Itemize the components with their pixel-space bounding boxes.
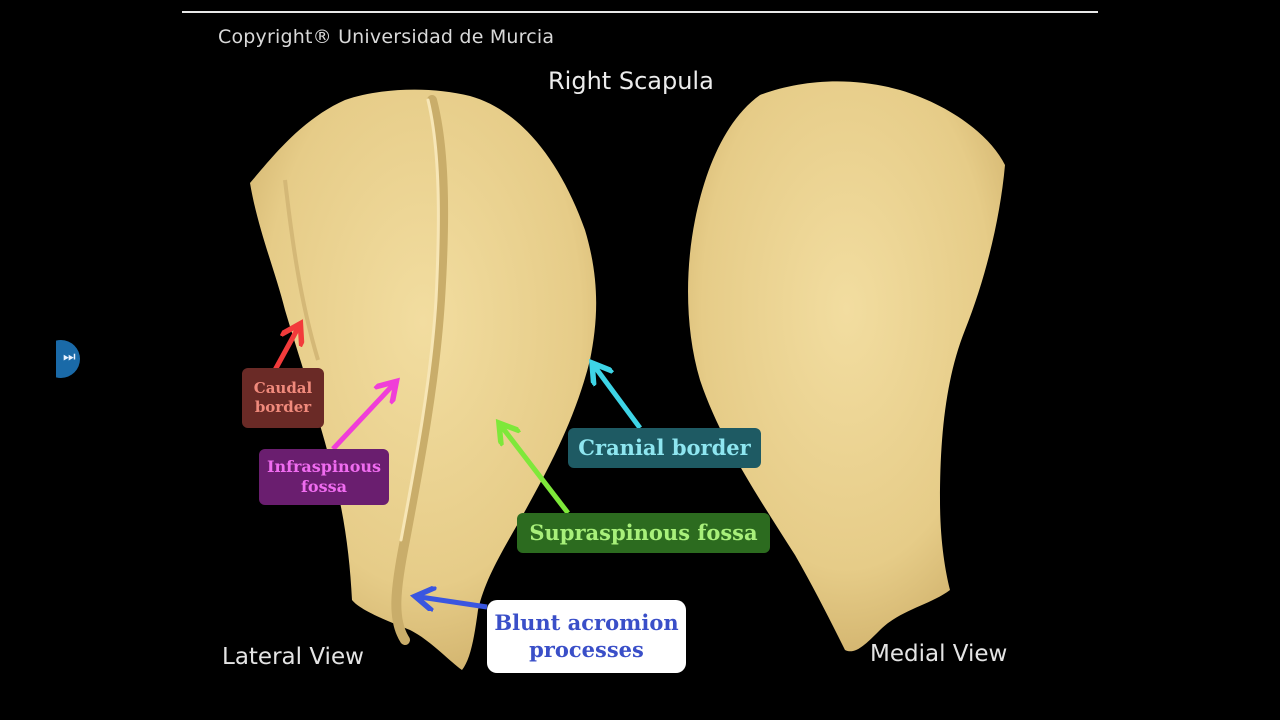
lateral-scapula-bone <box>250 89 597 670</box>
copyright-text: Copyright® Universidad de Murcia <box>218 26 555 48</box>
medial-scapula-bone <box>688 81 1005 652</box>
caudal-border-label: Caudal border <box>242 368 324 428</box>
acromion-arrow <box>420 597 488 607</box>
top-rule <box>182 11 1098 13</box>
medial-view-label: Medial View <box>870 641 1008 667</box>
supraspinous-fossa-label: Supraspinous fossa <box>517 513 770 553</box>
supraspinous-fossa-arrow <box>502 427 570 515</box>
cranial-border-label: Cranial border <box>568 428 761 468</box>
lateral-view-label: Lateral View <box>222 644 364 670</box>
skip-icon[interactable]: ⏭ <box>56 340 80 378</box>
infraspinous-fossa-label: Infraspinous fossa <box>259 449 389 505</box>
image-title: Right Scapula <box>548 67 714 95</box>
scapular-spine <box>391 95 449 645</box>
cranial-border-arrow <box>595 367 643 430</box>
caudal-border-arrow <box>272 328 298 372</box>
infraspinous-fossa-arrow <box>331 385 393 451</box>
blunt-acromion-label: Blunt acromion processes <box>487 600 686 673</box>
